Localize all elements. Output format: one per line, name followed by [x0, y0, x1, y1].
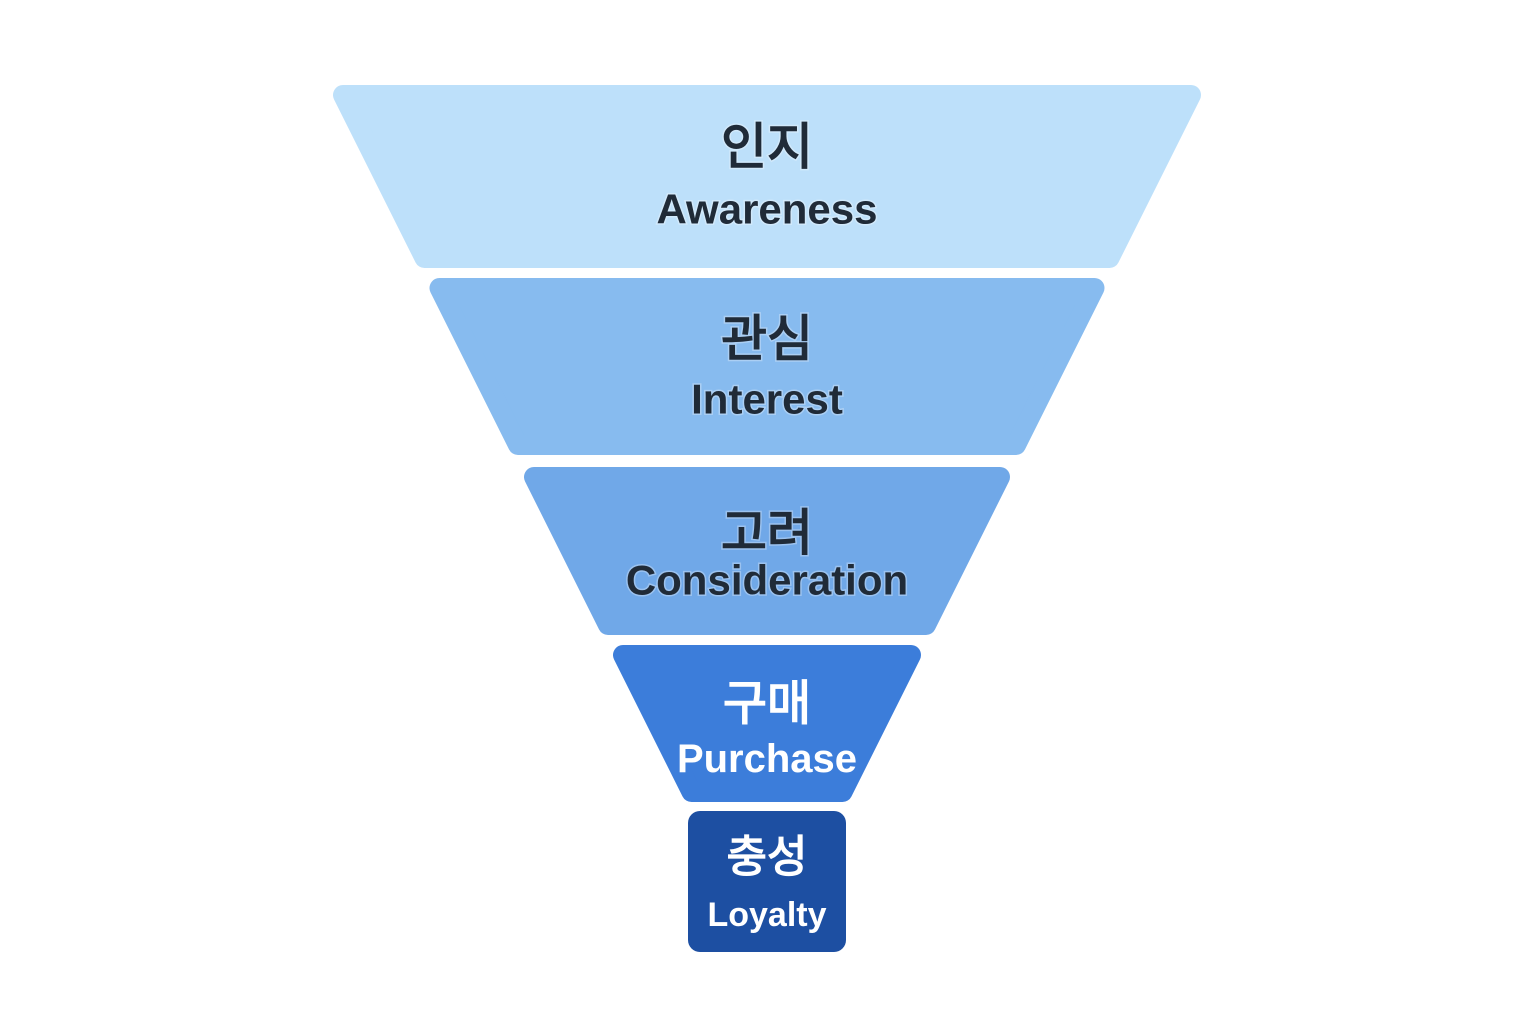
stage-shape-interest — [429, 278, 1105, 455]
stage-label-en-awareness: Awareness — [656, 186, 877, 233]
funnel-stage-interest: 관심 Interest — [429, 278, 1105, 455]
stage-label-ko-purchase: 구매 — [723, 678, 811, 731]
funnel-stage-loyalty: 충성 Loyalty — [688, 811, 846, 952]
stage-shape-loyalty — [688, 811, 846, 952]
stage-label-en-consideration: Consideration — [626, 557, 908, 604]
stage-label-en-loyalty: Loyalty — [707, 896, 826, 934]
funnel-stage-awareness: 인지 Awareness — [333, 85, 1201, 268]
stage-shape-consideration — [524, 467, 1010, 635]
stage-label-ko-consideration: 고려 — [721, 505, 813, 561]
stage-label-en-interest: Interest — [691, 376, 843, 423]
stage-label-en-purchase: Purchase — [677, 737, 857, 781]
stage-label-ko-loyalty: 충성 — [727, 833, 808, 882]
stage-label-ko-awareness: 인지 — [721, 119, 813, 175]
stage-shape-awareness — [333, 85, 1201, 268]
stage-label-ko-interest: 관심 — [721, 311, 813, 367]
funnel-stage-purchase: 구매 Purchase — [613, 645, 921, 802]
stage-shape-purchase — [613, 645, 921, 802]
